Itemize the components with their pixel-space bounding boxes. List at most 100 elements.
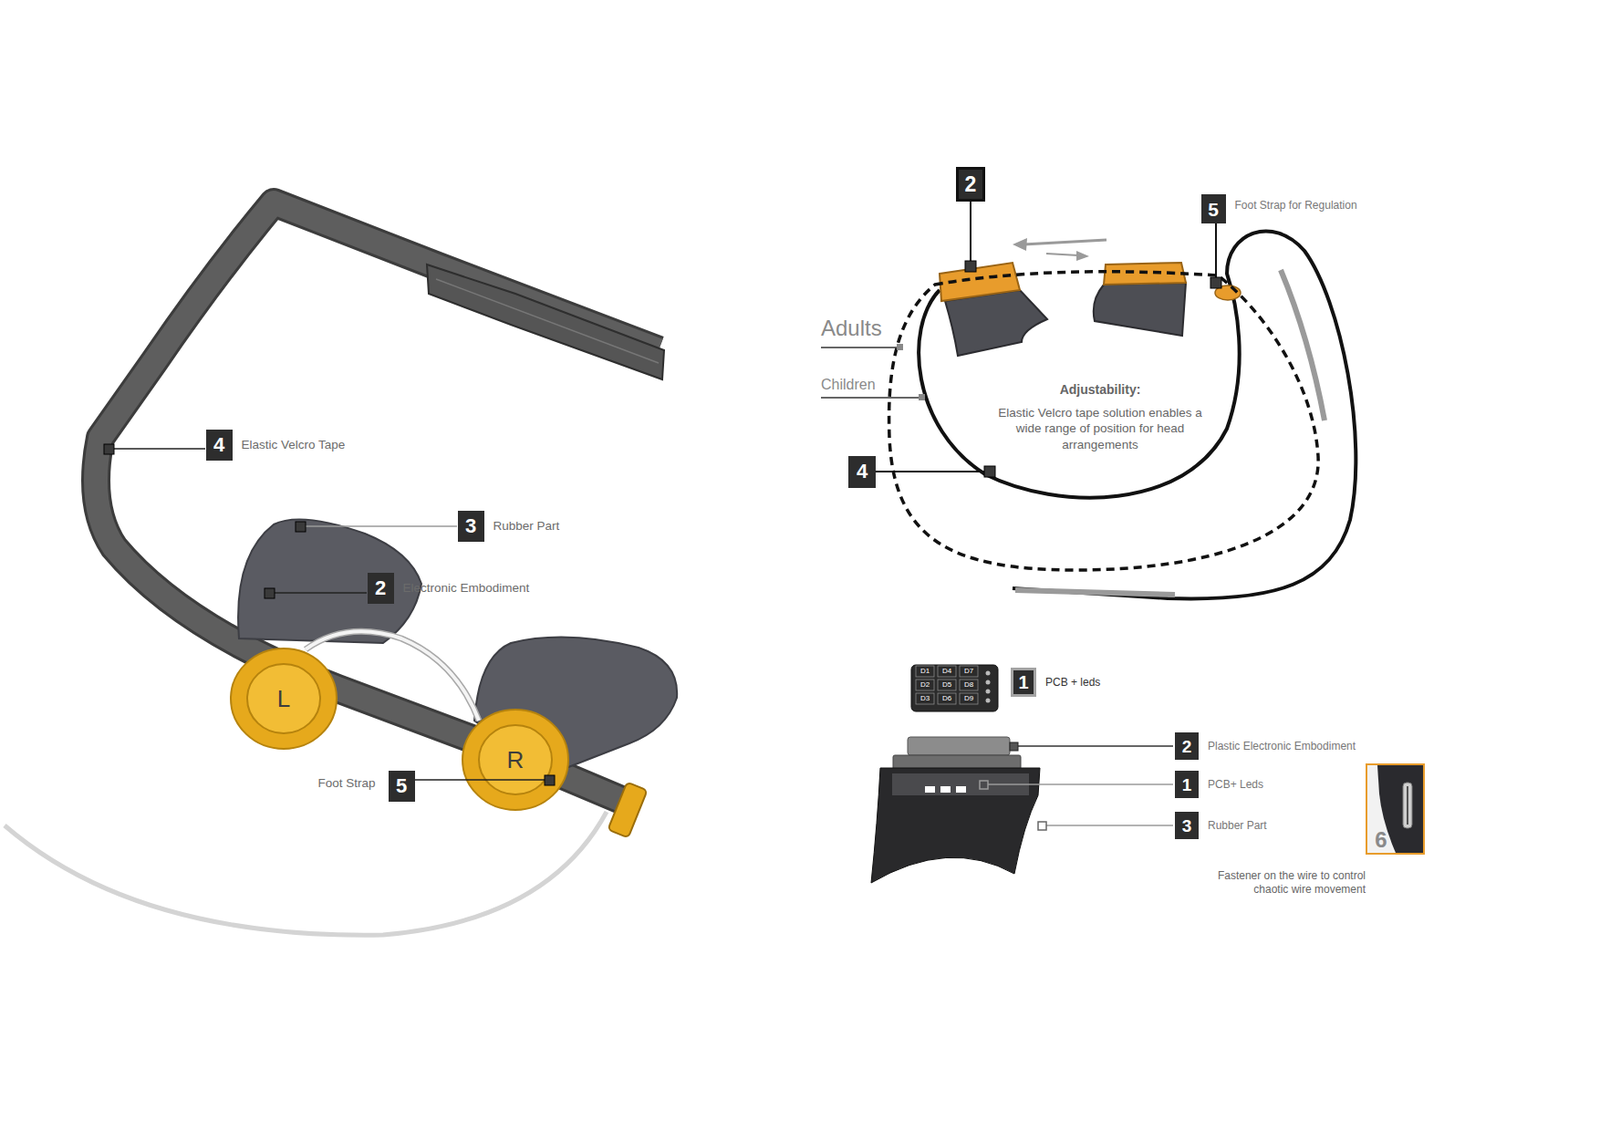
- pcb-pad: [937, 679, 956, 691]
- leader-marker: [1210, 277, 1222, 289]
- leader-line: [1046, 824, 1174, 827]
- part-label: Fastener on the wire to control chaotic …: [1203, 869, 1366, 897]
- callout-number: 2: [1174, 732, 1199, 760]
- pcb: [911, 664, 998, 712]
- leader-line: [987, 783, 1174, 786]
- leader-marker: [544, 775, 555, 786]
- callout-box: 2Electronic Embodiment: [367, 572, 395, 604]
- callout-number: 2: [367, 572, 395, 604]
- children-band: [918, 230, 1356, 599]
- cap-letter: L: [277, 684, 291, 715]
- part-label: Rubber Part: [1207, 819, 1268, 833]
- callout-box: 3Rubber Part: [1174, 811, 1199, 840]
- arrowhead: [1012, 238, 1028, 251]
- rubber-part: [1093, 282, 1186, 336]
- part-label: Foot Strap: [317, 776, 375, 792]
- part-label: PCB+ Leds: [1207, 778, 1264, 792]
- pcb-pin: [986, 689, 991, 695]
- part-label: Foot Strap for Regulation: [1235, 198, 1358, 213]
- wire: [305, 631, 479, 721]
- callout-number: 4: [848, 456, 876, 489]
- callout-box: 3Rubber Part: [457, 510, 485, 542]
- pcb-pin: [986, 671, 991, 676]
- leader-marker: [896, 343, 904, 351]
- leader-line: [1018, 745, 1174, 748]
- callout-box: 2: [955, 166, 986, 202]
- part-label: Plastic Electronic Embodiment: [1207, 739, 1356, 754]
- callout-box: 4: [848, 456, 876, 489]
- leader-marker: [103, 444, 115, 455]
- cable: [4, 811, 607, 936]
- pcb-pin: [986, 698, 991, 704]
- callout-number: 2: [955, 166, 986, 202]
- callout-number: 3: [1174, 811, 1199, 840]
- fastener-clip: [1402, 782, 1413, 829]
- pcb-silkscreen: D4: [942, 666, 952, 676]
- pcb-silkscreen: D5: [942, 680, 952, 690]
- pcb-silkscreen: D9: [964, 694, 974, 704]
- strap-buckle: [607, 782, 647, 839]
- leader-line: [1215, 223, 1217, 280]
- part-label: Rubber Part: [493, 519, 561, 535]
- pcb-pad: [937, 665, 956, 677]
- pcb-silkscreen: D2: [920, 680, 930, 690]
- callout-number: 5: [388, 770, 416, 802]
- callout-box: 1PCB + leds: [1010, 667, 1037, 697]
- leader-marker: [1038, 821, 1047, 831]
- velcro-fold: [426, 264, 665, 380]
- band-highlight: [1280, 270, 1325, 421]
- pcb-pad: [915, 665, 935, 677]
- leader-marker: [965, 260, 977, 272]
- callout-box: 5Foot Strap: [388, 770, 416, 802]
- arrow: [1023, 239, 1107, 245]
- plastic-embodiment: [907, 737, 1010, 756]
- led: [955, 786, 967, 793]
- pcb-pin: [986, 680, 991, 686]
- callout-box: 5Foot Strap for Regulation: [1201, 194, 1226, 224]
- size-label: Children: [820, 375, 876, 395]
- adults-band: [889, 271, 1320, 571]
- pcb-pad: [915, 693, 935, 705]
- leader-line: [875, 470, 986, 473]
- leader-line: [304, 525, 458, 528]
- velcro-stitch: [436, 279, 659, 364]
- leader-marker: [979, 780, 988, 790]
- callout-number: 3: [457, 510, 485, 542]
- pcb-pad: [959, 679, 978, 691]
- pcb-silkscreen: D1: [920, 666, 930, 676]
- pcb-silkscreen: D6: [942, 694, 952, 704]
- leader-line: [113, 447, 206, 450]
- leader-marker: [1009, 742, 1019, 751]
- pcb-pad: [915, 679, 935, 691]
- pcb-silkscreen: D3: [920, 694, 930, 704]
- leader-marker: [264, 588, 275, 599]
- cap-letter: R: [507, 745, 525, 776]
- pcb-silkscreen: D7: [964, 666, 974, 676]
- led: [940, 786, 951, 793]
- leader-marker: [918, 394, 925, 401]
- callout-box: 4Elastic Velcro Tape: [206, 429, 233, 461]
- leader-line: [969, 201, 972, 263]
- note-body: Elastic Velcro tape solution enables a w…: [986, 405, 1215, 454]
- wire: [1406, 786, 1409, 825]
- cap-face: [247, 664, 321, 734]
- rubber-part: [945, 290, 1048, 356]
- callout-number: 5: [1201, 194, 1226, 224]
- leader-line: [415, 779, 545, 781]
- rubber-part: [871, 768, 1040, 884]
- callout-number: 4: [206, 429, 233, 461]
- band-highlight: [1015, 590, 1175, 595]
- callout-number: 1: [1174, 770, 1199, 799]
- rubber-part: [238, 519, 422, 644]
- callout-number: 6: [1371, 827, 1392, 853]
- part-label: Elastic Velcro Tape: [241, 437, 346, 454]
- pcb-pad: [937, 693, 956, 705]
- leader-marker: [295, 521, 306, 532]
- arrowhead: [1076, 250, 1090, 261]
- yellow-cap: [462, 709, 569, 811]
- led: [924, 786, 936, 793]
- callout-box: 1PCB+ Leds: [1174, 770, 1199, 799]
